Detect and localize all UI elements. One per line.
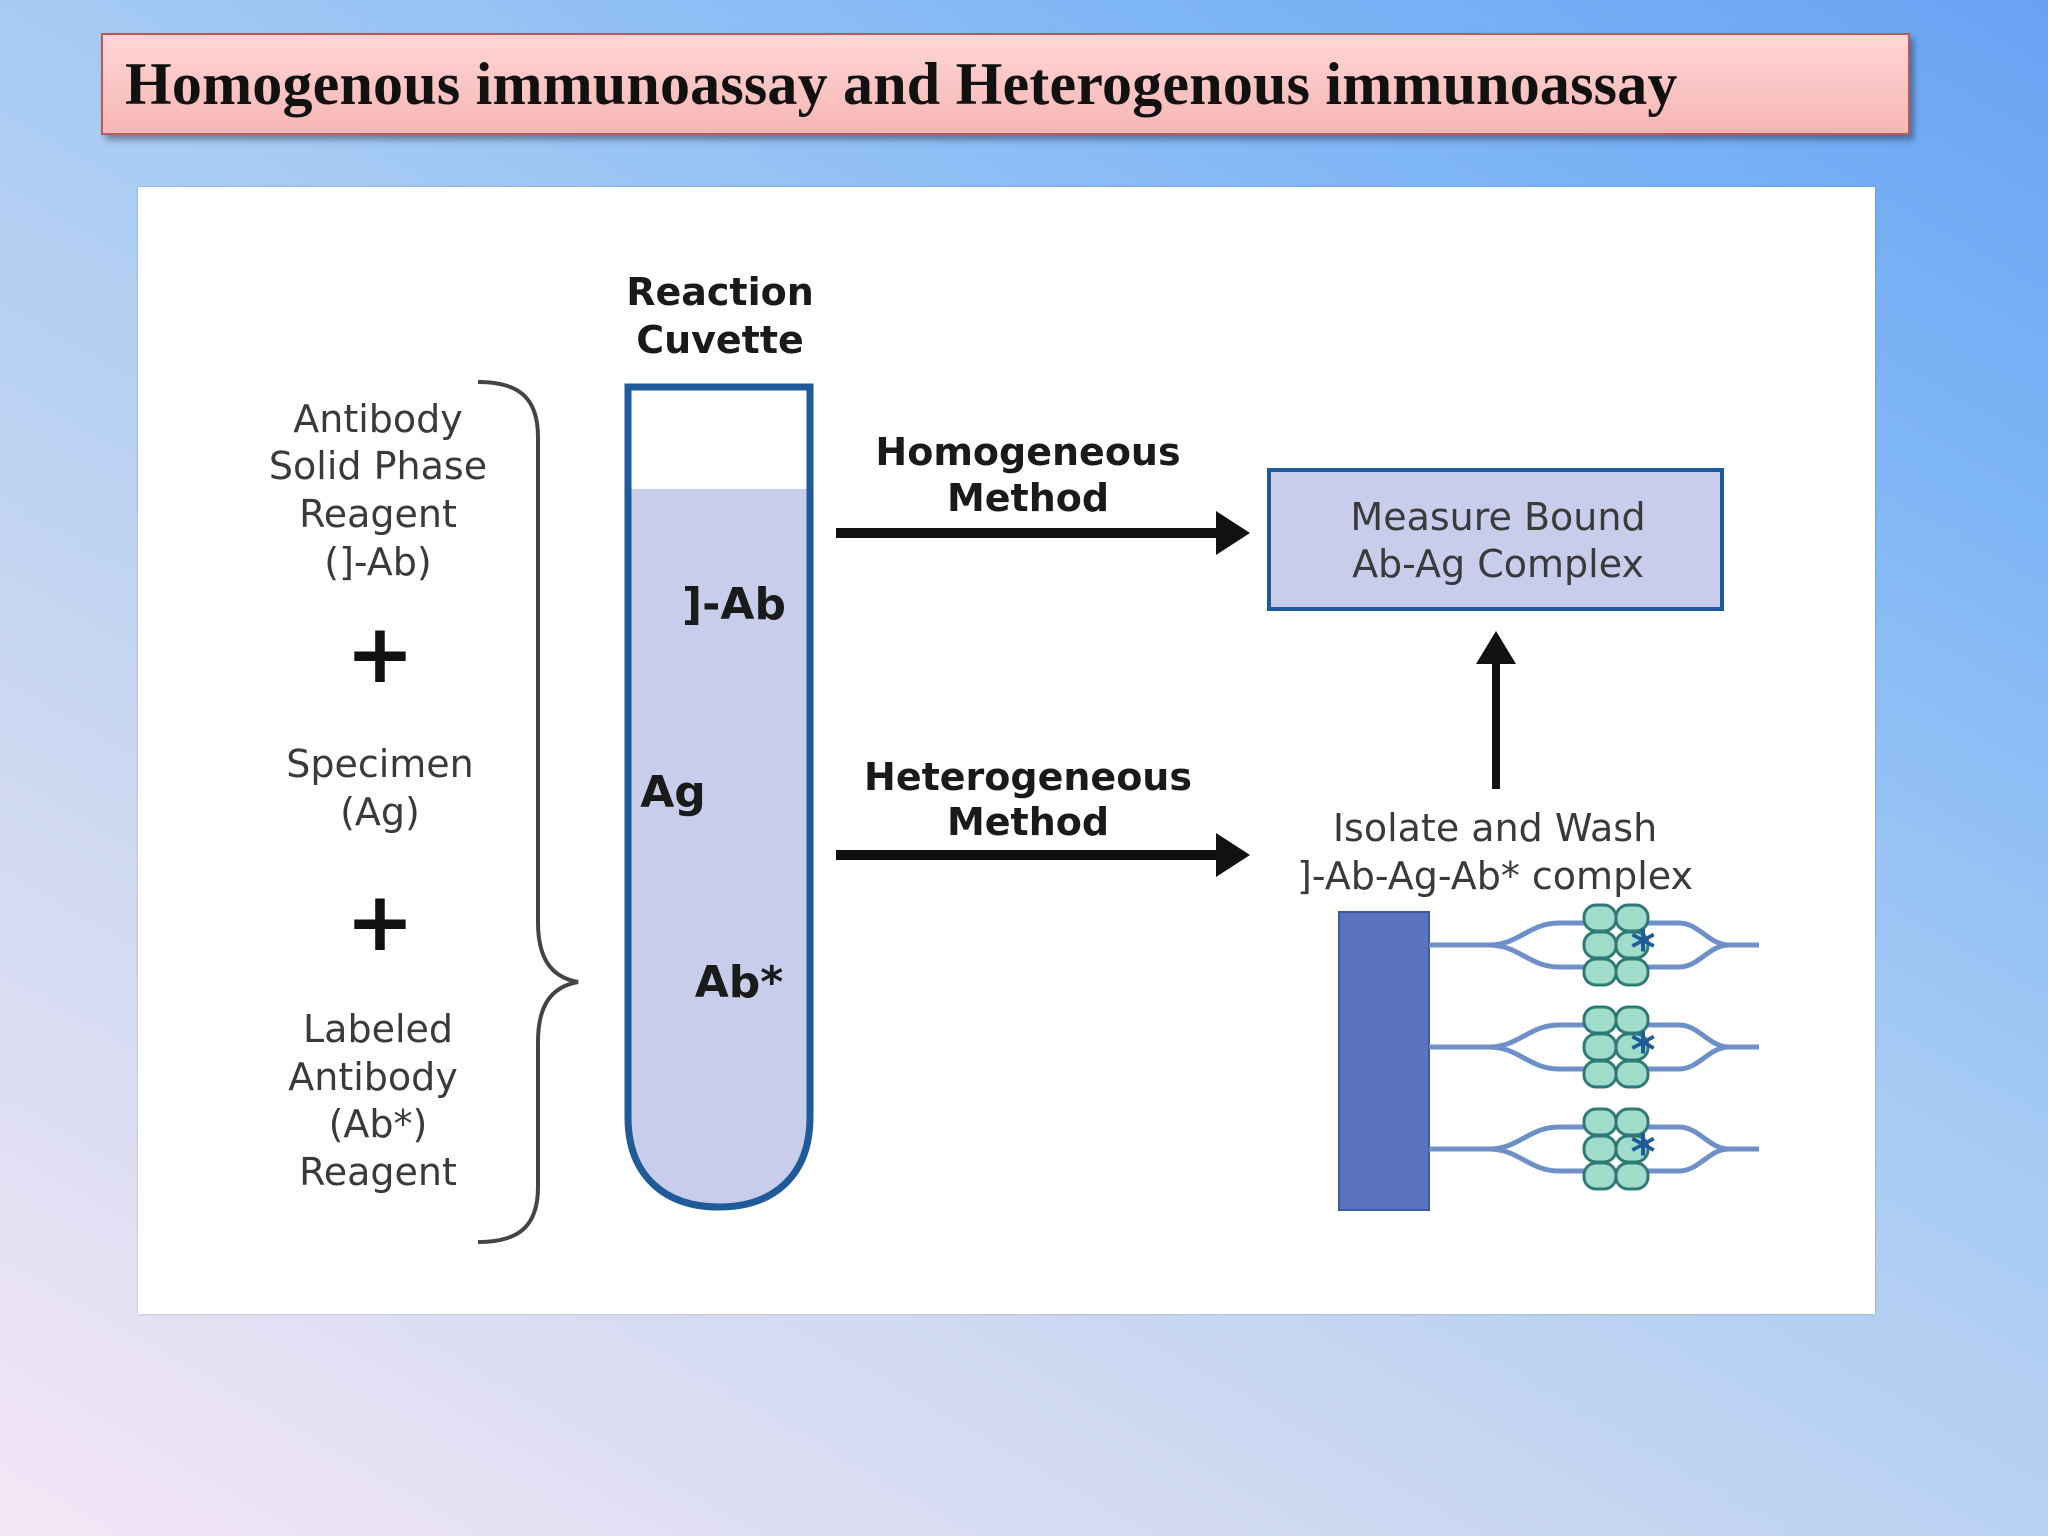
specimen-line2: (Ag) [340, 790, 420, 834]
label-marker-2: * [1630, 1023, 1655, 1079]
plus-sign-1: + [346, 607, 415, 702]
complex-1 [1429, 905, 1759, 985]
solid-phase-block [1338, 911, 1430, 1211]
wash-to-measure-arrow-head [1476, 631, 1516, 664]
tube-content-ab: ]-Ab [682, 579, 786, 630]
cuvette-label-line1: Reaction [626, 270, 814, 314]
slide-title: Homogenous immunoassay and Heterogenous … [125, 50, 1678, 117]
isolate-label-line1: Isolate and Wash [1333, 806, 1657, 850]
cuvette-label-line2: Cuvette [636, 318, 804, 362]
isolate-label-line2: ]-Ab-Ag-Ab* complex [1297, 854, 1693, 898]
reagent1-line2: Solid Phase [269, 444, 487, 488]
plus-sign-2: + [346, 875, 415, 970]
reagent2-line2: Antibody [288, 1055, 458, 1099]
heterogeneous-arrow-head [1216, 833, 1250, 877]
reagent2-line3: (Ab*) [329, 1102, 428, 1146]
label-marker-1: * [1630, 921, 1655, 977]
reagent1-line1: Antibody [293, 397, 463, 441]
specimen-line1: Specimen [286, 742, 474, 786]
tube-content-labeled-ab: Ab* [695, 957, 784, 1008]
diagram-figure: Reaction Cuvette Antibody Solid Phase Re… [138, 187, 1875, 1314]
reagent1-line3: Reagent [299, 492, 457, 536]
heterogeneous-label-line2: Method [947, 800, 1109, 844]
immunoassay-diagram: Reaction Cuvette Antibody Solid Phase Re… [269, 270, 1875, 1244]
homogeneous-label-line1: Homogeneous [875, 430, 1180, 474]
measure-box-line1: Measure Bound [1350, 495, 1645, 539]
reagent2-line1: Labeled [303, 1007, 453, 1051]
measure-box [1267, 468, 1724, 611]
heterogeneous-label-line1: Heterogeneous [864, 755, 1192, 799]
title-box: Homogenous immunoassay and Heterogenous … [101, 33, 1910, 135]
measure-box-line2: Ab-Ag Complex [1352, 542, 1644, 586]
reagent1-line4: (]-Ab) [324, 540, 431, 584]
complex-3 [1429, 1109, 1759, 1189]
homogeneous-label-line2: Method [947, 476, 1109, 520]
tube-content-ag: Ag [640, 767, 706, 818]
homogeneous-arrow-head [1216, 511, 1250, 555]
grouping-brace [477, 380, 579, 1244]
reaction-cuvette [624, 383, 814, 1211]
complex-2 [1429, 1007, 1759, 1087]
reagent2-line4: Reagent [299, 1150, 457, 1194]
label-marker-3: * [1630, 1125, 1655, 1181]
tube-liquid [628, 489, 810, 1207]
